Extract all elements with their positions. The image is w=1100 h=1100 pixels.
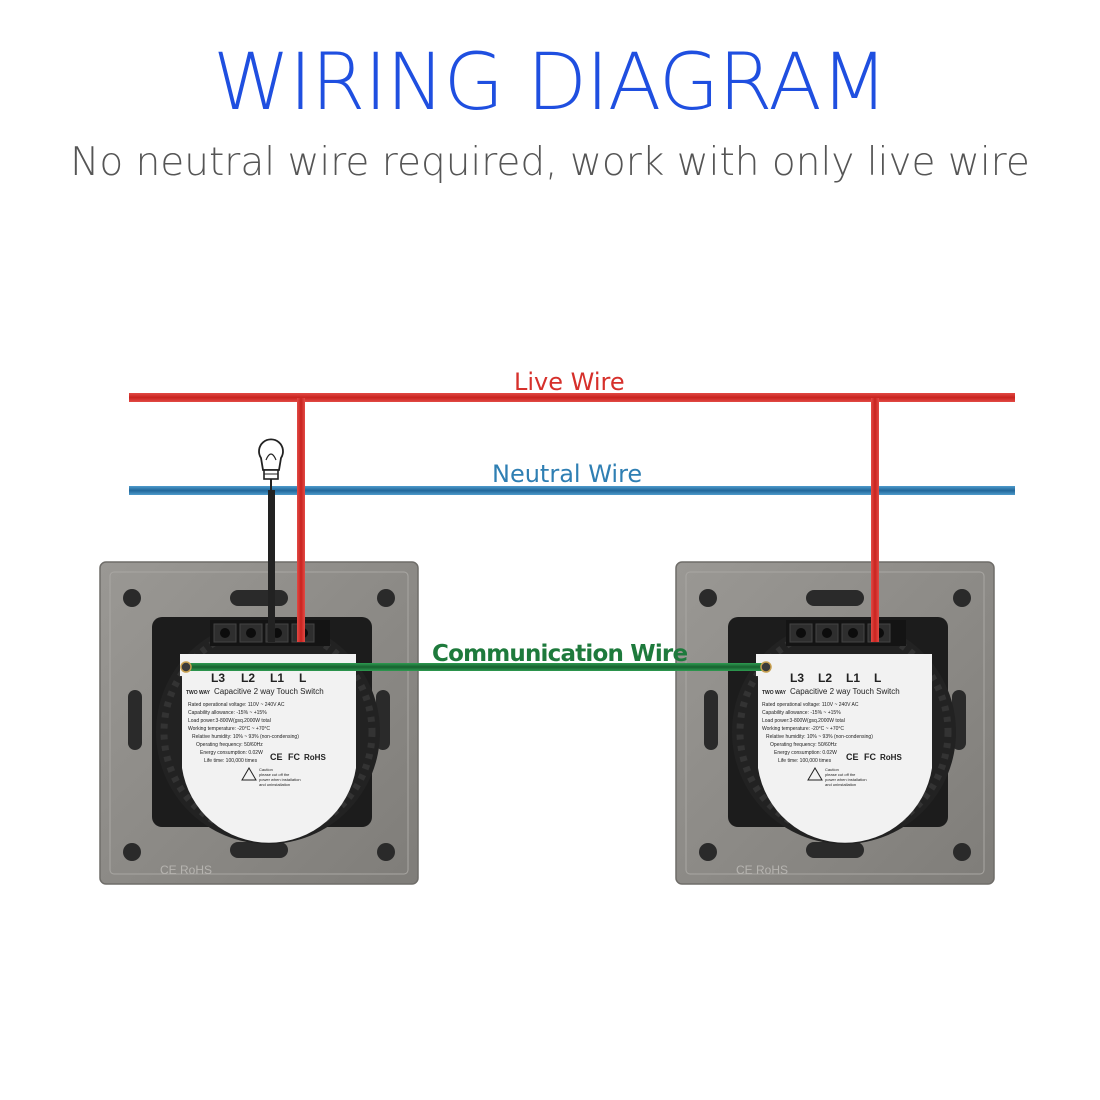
communication-wire	[186, 663, 766, 671]
terminal-l1: L1	[846, 671, 860, 685]
svg-text:Rated operational voltage: 110: Rated operational voltage: 110V ~ 240V A…	[762, 702, 859, 708]
terminal-l3: L3	[211, 671, 225, 685]
right-switch-label: L3 L2 L1 L TWO WAY Capacitive 2 way Touc…	[762, 671, 902, 787]
svg-text:Relative humidity: 10% ~ 93% (: Relative humidity: 10% ~ 93% (non-conden…	[192, 734, 299, 740]
svg-text:Working temperature: -20°C ~ +: Working temperature: -20°C ~ +70°C	[762, 726, 844, 732]
left-switch-label: L3 L2 L1 L TWO WAY Capacitive 2 way Touc…	[186, 671, 326, 787]
switch-brand: TWO WAY	[762, 690, 787, 696]
ce-mark: CE	[270, 752, 283, 762]
svg-text:Operating frequency: 50/60Hz: Operating frequency: 50/60Hz	[196, 742, 263, 748]
warning-icon	[807, 767, 823, 781]
svg-text:please cut off the: please cut off the	[259, 772, 290, 777]
svg-text:Rated operational voltage: 110: Rated operational voltage: 110V ~ 240V A…	[188, 702, 285, 708]
switch-model: Capacitive 2 way Touch Switch	[214, 687, 324, 696]
load-wire	[268, 490, 275, 642]
terminal-l2: L2	[241, 671, 255, 685]
svg-text:and uninstallation: and uninstallation	[825, 782, 856, 787]
terminal-l: L	[299, 671, 306, 685]
terminal-l: L	[874, 671, 881, 685]
neutral-wire	[129, 486, 1015, 495]
neutral-wire-label: Neutral Wire	[492, 460, 643, 488]
terminal-l3: L3	[790, 671, 804, 685]
rohs-mark: RoHS	[880, 753, 902, 762]
svg-text:Caution: Caution	[825, 767, 839, 772]
fc-mark: FC	[288, 752, 300, 762]
diagram-title: WIRING DIAGRAM	[212, 38, 888, 128]
svg-text:Capability allowance: -15% ~ +: Capability allowance: -15% ~ +15%	[188, 710, 267, 716]
live-wire-label: Live Wire	[514, 368, 625, 396]
switch-model: Capacitive 2 way Touch Switch	[790, 687, 900, 696]
svg-text:Load power:3-800W(gsq.2000W t: Load power:3-800W(gsq.2000W total	[188, 718, 271, 724]
communication-wire-label: Communication Wire	[432, 641, 688, 667]
svg-text:Energy consumption: 0.02W: Energy consumption: 0.02W	[200, 750, 263, 756]
live-drop-left	[297, 398, 305, 642]
svg-text:power when installation: power when installation	[259, 777, 301, 782]
svg-text:Capability allowance: -15% ~ +: Capability allowance: -15% ~ +15%	[762, 710, 841, 716]
terminal-l1: L1	[270, 671, 284, 685]
diagram-subtitle: No neutral wire required, work with only…	[70, 140, 1030, 185]
svg-text:Caution: Caution	[259, 767, 273, 772]
svg-text:Load power:3-800W(gsq.2000W t: Load power:3-800W(gsq.2000W total	[762, 718, 845, 724]
warning-icon	[241, 767, 257, 781]
svg-text:Working temperature: -20°C ~ +: Working temperature: -20°C ~ +70°C	[188, 726, 270, 732]
light-bulb-icon	[258, 438, 284, 490]
svg-text:Operating frequency: 50/60Hz: Operating frequency: 50/60Hz	[770, 742, 837, 748]
svg-text:power when installation: power when installation	[825, 777, 867, 782]
fc-mark: FC	[864, 752, 876, 762]
live-wire	[129, 393, 1015, 402]
svg-text:Energy consumption: 0.02W: Energy consumption: 0.02W	[774, 750, 837, 756]
rohs-mark: RoHS	[304, 753, 326, 762]
svg-text:Life time: 100,000 times: Life time: 100,000 times	[204, 758, 258, 764]
live-drop-right	[871, 398, 879, 642]
terminal-l2: L2	[818, 671, 832, 685]
svg-text:please cut off the: please cut off the	[825, 772, 856, 777]
switch-brand: TWO WAY	[186, 690, 211, 696]
svg-text:and uninstallation: and uninstallation	[259, 782, 290, 787]
svg-text:Relative humidity: 10% ~ 93% (: Relative humidity: 10% ~ 93% (non-conden…	[766, 734, 873, 740]
svg-text:Life time: 100,000 times: Life time: 100,000 times	[778, 758, 832, 764]
ce-mark: CE	[846, 752, 859, 762]
